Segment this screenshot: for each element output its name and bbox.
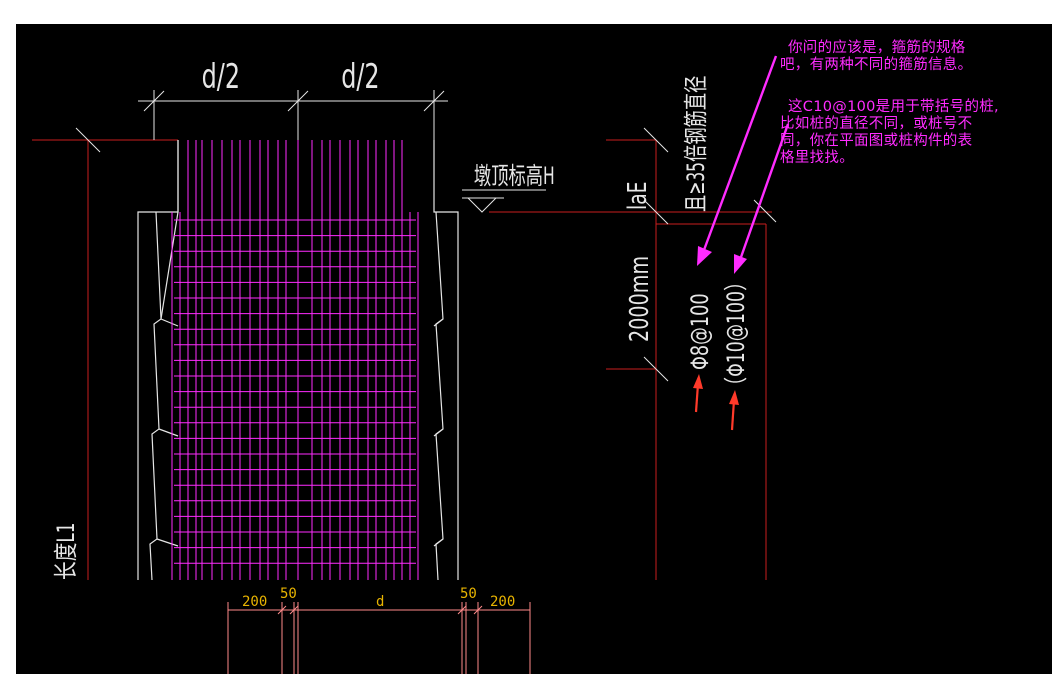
annotation-line-4: 比如桩的直径不同，或桩号不 <box>780 116 973 132</box>
pier-top-elevation-label: 墩顶标高H <box>474 162 555 190</box>
annotation-line-1: 你问的应该是，箍筋的规格 <box>788 40 966 56</box>
pier-outline <box>137 140 459 581</box>
anchor-length-note: 且≥35倍钢筋直径 <box>682 76 710 212</box>
dim-label-d2-right: d/2 <box>341 58 379 97</box>
annotation-line-6: 格里找找。 <box>780 150 854 166</box>
bottom-dim-50-left: 50 <box>280 586 297 602</box>
reference-lines <box>32 139 772 580</box>
annotation-line-5: 同，你在平面图或桩构件的表 <box>780 133 973 149</box>
dim-label-d2-left: d/2 <box>202 58 240 97</box>
leader-arrows <box>697 55 790 274</box>
cad-viewport[interactable]: d/2 d/2 墩顶标高H <box>16 24 1052 674</box>
bottom-dim-50-right: 50 <box>460 586 477 602</box>
bottom-dim-200-right: 200 <box>490 594 515 610</box>
bottom-dim-d: d <box>376 594 384 610</box>
rebar-stirrups <box>174 219 416 564</box>
annotation-line-3: 这C10@100是用于带括号的桩, <box>788 99 999 115</box>
length-2000-label: 2000mm <box>624 256 655 342</box>
bottom-dimension <box>227 602 531 674</box>
stirrup-spec-2: （Φ10@100） <box>723 272 751 396</box>
annotation-line-2: 吧，有两种不同的箍筋信息。 <box>780 57 973 73</box>
lae-label: laE <box>622 182 653 210</box>
rebar-drawing: d/2 d/2 墩顶标高H <box>32 55 790 674</box>
length-l1-label: 长度L1 <box>53 522 81 580</box>
bottom-dim-200-left: 200 <box>242 594 267 610</box>
elevation-symbol <box>462 189 546 213</box>
red-arrows <box>693 374 739 431</box>
top-dimension <box>138 90 448 140</box>
dimension-ticks <box>75 127 777 382</box>
stirrup-spec-1: Φ8@100 <box>687 293 714 370</box>
bottom-dim-labels: 200 50 d 50 200 <box>242 586 515 610</box>
